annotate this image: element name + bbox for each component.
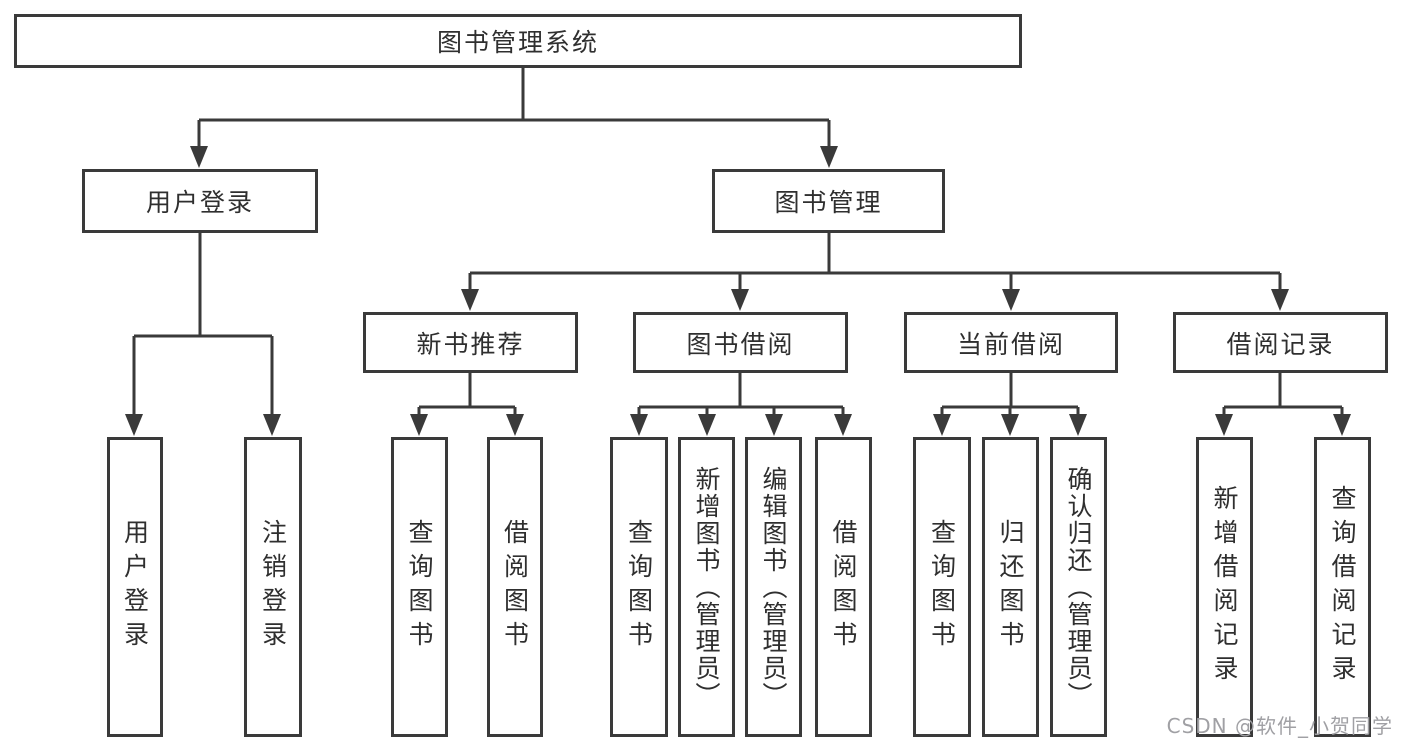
leaf-search-borrow-record: 查询借阅记录 (1314, 437, 1371, 737)
leaf-logout: 注销登录 (244, 437, 302, 737)
leaf-search-borrow-record-label: 查询借阅记录 (1328, 485, 1357, 689)
node-book-borrow-label: 图书借阅 (686, 329, 795, 359)
leaf-logout-label: 注销登录 (258, 519, 288, 655)
leaf-recommend-borrow-books: 借阅图书 (487, 437, 543, 737)
node-user-login-label: 用户登录 (145, 188, 254, 217)
leaf-confirm-return-admin-label: 确认归还（管理员） (1064, 465, 1093, 709)
leaf-edit-book-admin-label: 编辑图书（管理员） (759, 465, 788, 709)
node-root-label: 图书管理系统 (436, 28, 599, 57)
leaf-add-borrow-record-label: 新增借阅记录 (1210, 485, 1239, 689)
node-borrow-records: 借阅记录 (1173, 312, 1388, 373)
leaf-user-login: 用户登录 (107, 437, 163, 737)
node-current-borrow: 当前借阅 (904, 312, 1118, 373)
node-book-borrow: 图书借阅 (633, 312, 848, 373)
leaf-add-borrow-record: 新增借阅记录 (1196, 437, 1253, 737)
leaf-borrow-search-books-label: 查询图书 (624, 519, 654, 655)
leaf-user-login-label: 用户登录 (120, 519, 150, 655)
node-borrow-records-label: 借阅记录 (1226, 329, 1335, 359)
node-book-management: 图书管理 (712, 169, 945, 233)
leaf-recommend-search-books: 查询图书 (391, 437, 448, 737)
leaf-add-book-admin-label: 新增图书（管理员） (692, 465, 721, 709)
leaf-recommend-search-books-label: 查询图书 (405, 519, 434, 655)
leaf-current-search-books-label: 查询图书 (927, 519, 957, 655)
leaf-edit-book-admin: 编辑图书（管理员） (745, 437, 802, 737)
leaf-current-search-books: 查询图书 (913, 437, 971, 737)
leaf-borrow-books-label: 借阅图书 (829, 519, 858, 655)
leaf-return-book: 归还图书 (982, 437, 1039, 737)
leaf-return-book-label: 归还图书 (996, 519, 1025, 655)
node-current-borrow-label: 当前借阅 (956, 329, 1065, 359)
leaf-borrow-books: 借阅图书 (815, 437, 872, 737)
leaf-recommend-borrow-books-label: 借阅图书 (500, 519, 530, 655)
node-root: 图书管理系统 (14, 14, 1022, 68)
leaf-confirm-return-admin: 确认归还（管理员） (1050, 437, 1107, 737)
leaf-borrow-search-books: 查询图书 (610, 437, 668, 737)
node-book-management-label: 图书管理 (774, 188, 883, 217)
node-user-login: 用户登录 (82, 169, 318, 233)
leaf-add-book-admin: 新增图书（管理员） (678, 437, 735, 737)
watermark: CSDN @软件_小贺同学 (1166, 714, 1393, 738)
node-new-book-recommend: 新书推荐 (363, 312, 578, 373)
node-new-book-recommend-label: 新书推荐 (416, 329, 525, 359)
